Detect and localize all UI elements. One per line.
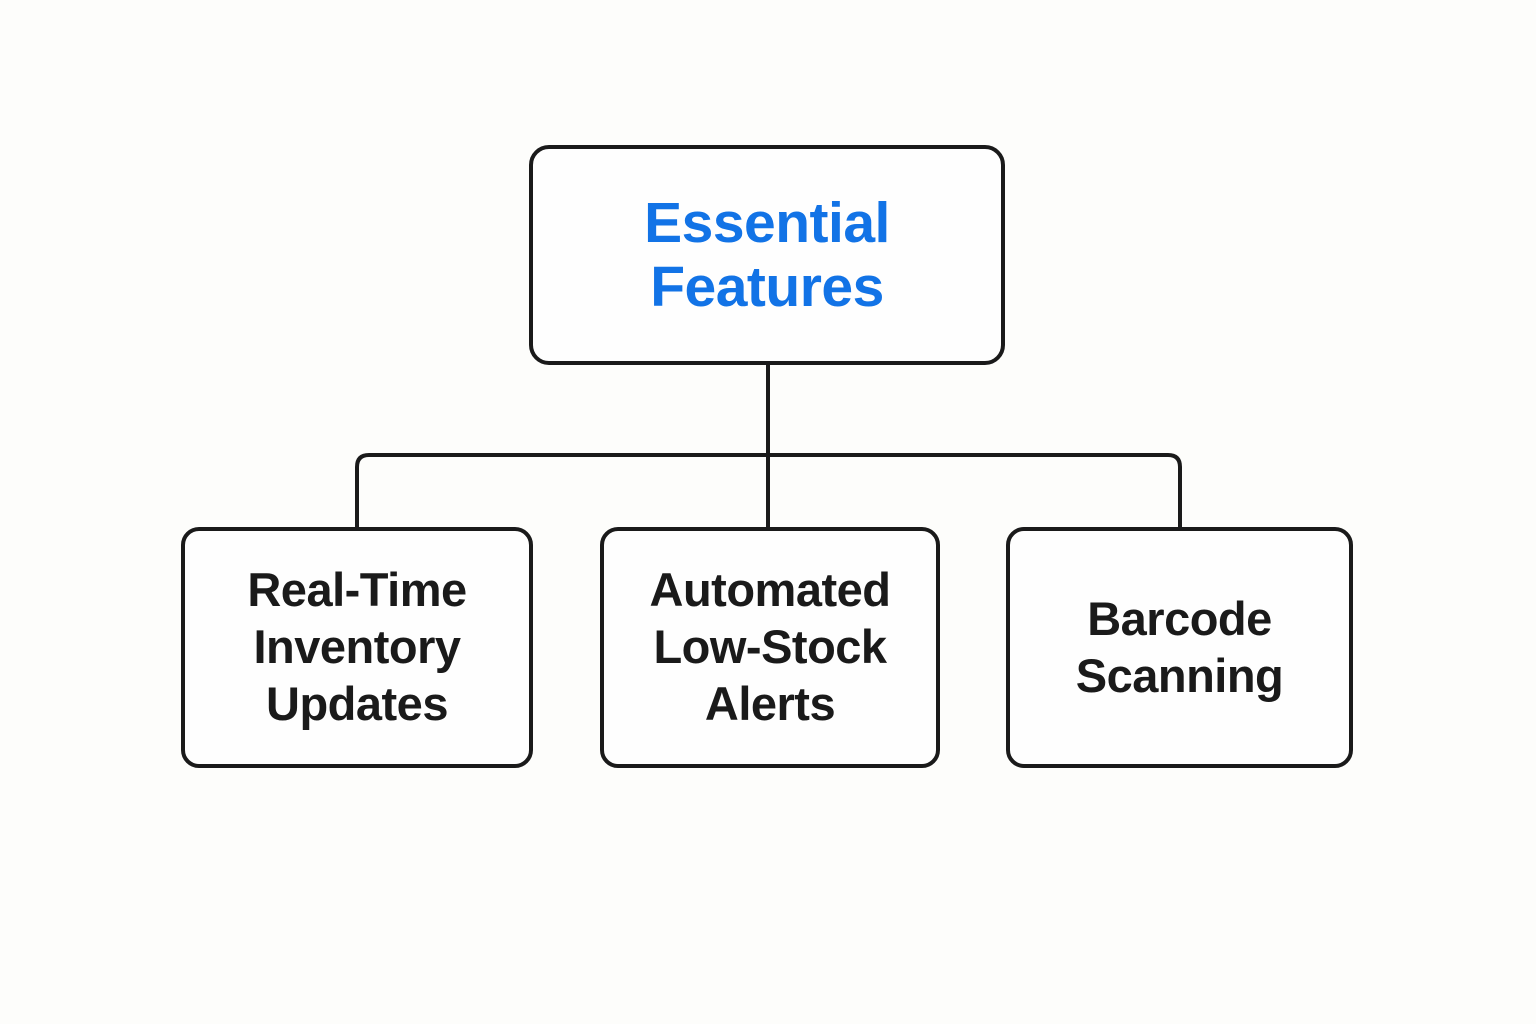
node-child-label: Automated Low-Stock Alerts: [649, 563, 891, 730]
connector-bus-left: [355, 453, 768, 527]
node-child-label: Barcode Scanning: [1075, 591, 1284, 702]
node-real-time-inventory-updates[interactable]: Real-Time Inventory Updates: [181, 527, 533, 768]
connector-bus-right: [768, 453, 1182, 527]
node-automated-low-stock-alerts[interactable]: Automated Low-Stock Alerts: [600, 527, 940, 768]
node-root-essential-features[interactable]: Essential Features: [529, 145, 1005, 365]
node-child-label: Real-Time Inventory Updates: [247, 563, 467, 730]
node-root-label: Essential Features: [644, 190, 890, 319]
node-barcode-scanning[interactable]: Barcode Scanning: [1006, 527, 1353, 768]
